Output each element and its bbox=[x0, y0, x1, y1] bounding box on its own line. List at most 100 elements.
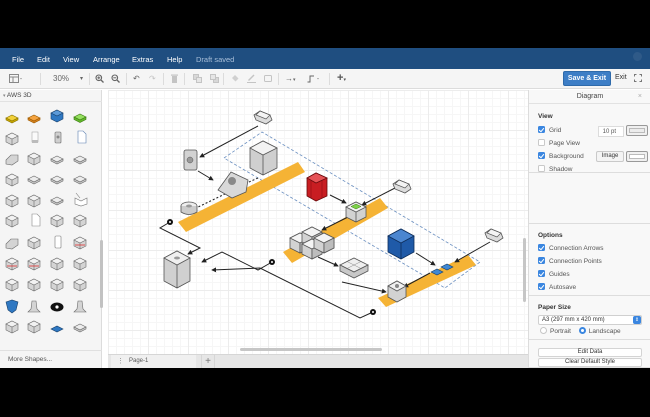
orientation-options: Portrait Landscape bbox=[540, 327, 621, 337]
availability-zone-boundary bbox=[223, 131, 481, 289]
autosave-option: Autosave bbox=[538, 283, 577, 293]
landscape-label: Landscape bbox=[588, 328, 621, 336]
shadow-icon[interactable] bbox=[264, 74, 273, 86]
line-color-icon[interactable] bbox=[247, 74, 256, 86]
connection-arrows-label: Connection Arrows bbox=[549, 245, 604, 253]
aws-3d-shape-icons[interactable] bbox=[4, 106, 100, 346]
shape-section-header[interactable]: ▾ AWS 3D bbox=[0, 90, 102, 102]
divider bbox=[40, 73, 41, 85]
save-and-exit-button[interactable]: Save & Exit bbox=[563, 71, 611, 86]
format-panel: Diagram × View Grid 10 pt Page View Backg… bbox=[528, 90, 650, 368]
connection-arrows-checkbox[interactable] bbox=[538, 244, 545, 251]
drawio-app: File Edit View Arrange Extras Help Draft… bbox=[0, 48, 650, 368]
shadow-checkbox[interactable] bbox=[538, 165, 545, 172]
view-heading: View bbox=[538, 113, 553, 120]
paper-size-heading: Paper Size bbox=[538, 304, 571, 311]
waypoints-icon[interactable] bbox=[307, 74, 320, 86]
grid-color-button[interactable] bbox=[626, 125, 648, 136]
background-label: Background bbox=[549, 153, 584, 161]
connection-points-checkbox[interactable] bbox=[538, 257, 545, 264]
guides-label: Guides bbox=[549, 271, 570, 279]
page-view-option: Page View bbox=[538, 139, 580, 149]
guides-checkbox[interactable] bbox=[538, 270, 545, 277]
background-checkbox[interactable] bbox=[538, 152, 545, 159]
dynamodb-icon bbox=[387, 228, 415, 260]
page-menu-icon[interactable]: ⋮ bbox=[117, 358, 124, 365]
panel-title-text: Diagram bbox=[576, 93, 604, 100]
aws-architecture-diagram[interactable] bbox=[108, 90, 528, 354]
insert-icon[interactable]: +▾ bbox=[337, 72, 346, 84]
menu-view[interactable]: View bbox=[63, 55, 80, 64]
landscape-radio[interactable] bbox=[578, 327, 586, 334]
background-color-button[interactable] bbox=[626, 151, 648, 162]
background-image-button[interactable]: Image bbox=[596, 151, 624, 162]
zoom-in-icon[interactable] bbox=[95, 74, 104, 86]
divider bbox=[184, 73, 185, 85]
zoom-level[interactable]: 30% bbox=[53, 74, 70, 83]
paper-size-select[interactable]: A3 (297 mm x 420 mm) ⇕ bbox=[538, 315, 642, 325]
portrait-label: Portrait bbox=[550, 328, 571, 336]
fill-color-icon[interactable] bbox=[231, 74, 240, 86]
paper-size-section: Paper Size A3 (297 mm x 420 mm) ⇕ Portrai… bbox=[529, 296, 650, 340]
divider bbox=[126, 73, 127, 85]
zoom-dropdown-icon[interactable]: ▾ bbox=[80, 76, 84, 82]
ec2-instance-icon bbox=[387, 280, 407, 303]
divider bbox=[278, 73, 279, 85]
server-icon bbox=[183, 149, 198, 171]
menu-extras[interactable]: Extras bbox=[132, 55, 154, 64]
select-arrow-icon: ⇕ bbox=[633, 316, 641, 324]
more-shapes-button[interactable]: More Shapes... bbox=[0, 350, 102, 368]
diagram-canvas[interactable] bbox=[108, 90, 528, 354]
menu-file[interactable]: File bbox=[12, 55, 25, 64]
elb-icon bbox=[217, 171, 249, 199]
delete-icon[interactable] bbox=[171, 74, 178, 86]
page-tabs-bar: ⋮ Page-1 + bbox=[108, 354, 528, 368]
page-view-label: Page View bbox=[549, 140, 580, 148]
close-icon[interactable]: × bbox=[637, 93, 642, 100]
save-status: Draft saved bbox=[196, 55, 235, 64]
menubar: File Edit View Arrange Extras Help Draft… bbox=[0, 48, 650, 69]
shape-section-title: AWS 3D bbox=[6, 92, 32, 99]
autosave-label: Autosave bbox=[549, 284, 577, 292]
menu-arrange[interactable]: Arrange bbox=[93, 55, 120, 64]
options-section: Options Connection Arrows Connection Poi… bbox=[529, 223, 650, 296]
globe-icon[interactable] bbox=[633, 52, 642, 61]
ec2-instance-icon bbox=[345, 201, 367, 223]
grid-size-input[interactable]: 10 pt bbox=[598, 126, 624, 137]
to-back-icon[interactable] bbox=[210, 74, 219, 86]
edit-data-button[interactable]: Edit Data bbox=[538, 348, 642, 357]
sidebar-scrollbar[interactable] bbox=[100, 240, 103, 308]
grid-checkbox[interactable] bbox=[538, 126, 545, 133]
undo-icon[interactable]: ↶ bbox=[133, 74, 140, 83]
panel-toggle-icon[interactable] bbox=[9, 74, 23, 87]
exit-button[interactable]: Exit bbox=[615, 74, 627, 81]
internet-gateway-icon bbox=[392, 179, 412, 194]
paper-size-value: A3 (297 mm x 420 mm) bbox=[542, 317, 605, 323]
subnet-band bbox=[283, 198, 388, 263]
shadow-label: Shadow bbox=[549, 166, 573, 174]
grid-label: Grid bbox=[549, 127, 562, 135]
grid-option: Grid 10 pt bbox=[538, 125, 650, 137]
page-tab-page-1[interactable]: ⋮ Page-1 bbox=[111, 355, 196, 368]
redo-icon[interactable]: ↷ bbox=[149, 74, 156, 83]
zoom-out-icon[interactable] bbox=[111, 74, 120, 86]
rds-group-icon bbox=[339, 257, 369, 279]
menu-help[interactable]: Help bbox=[167, 55, 183, 64]
shape-sidebar: ▾ AWS 3D bbox=[0, 90, 103, 368]
autosave-checkbox[interactable] bbox=[538, 283, 545, 290]
page-tab-label: Page-1 bbox=[129, 358, 149, 364]
portrait-radio[interactable] bbox=[540, 327, 547, 334]
canvas-vertical-scrollbar[interactable] bbox=[523, 238, 526, 302]
connection-points-option: Connection Points bbox=[538, 257, 602, 267]
fullscreen-icon[interactable] bbox=[634, 74, 642, 84]
page-view-checkbox[interactable] bbox=[538, 139, 545, 146]
auto-scaling-group-icon bbox=[249, 140, 278, 176]
connection-style-icon[interactable]: →▾ bbox=[285, 74, 296, 83]
nat-instance-icon bbox=[180, 201, 198, 215]
add-page-button[interactable]: + bbox=[201, 355, 215, 368]
clear-default-style-button[interactable]: Clear Default Style bbox=[538, 358, 642, 367]
connection-points-label: Connection Points bbox=[549, 258, 602, 266]
menu-edit[interactable]: Edit bbox=[37, 55, 50, 64]
to-front-icon[interactable] bbox=[193, 74, 202, 86]
canvas-horizontal-scrollbar[interactable] bbox=[240, 348, 382, 351]
